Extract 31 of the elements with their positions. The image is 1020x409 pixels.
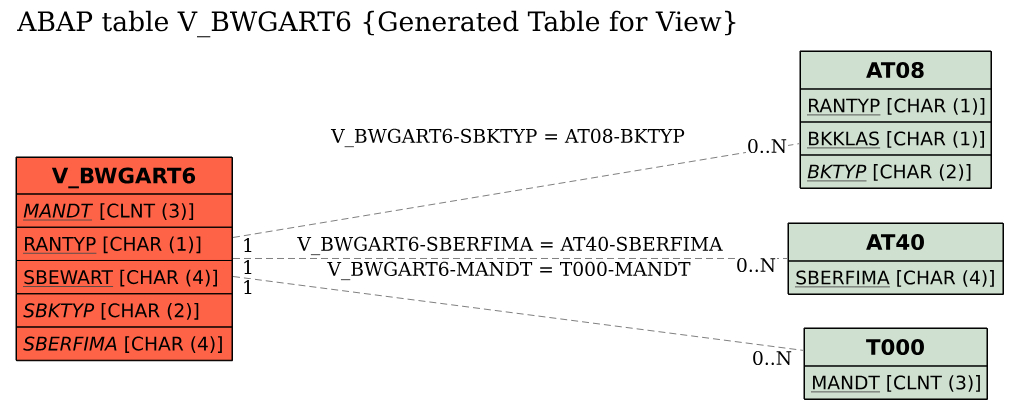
cardinality-label: 1 xyxy=(241,237,255,253)
cardinality-label: 0..N xyxy=(745,137,789,155)
diagram-title: ABAP table V_BWGART6 {Generated Table for View} xyxy=(17,10,736,38)
entity-table xyxy=(787,222,1004,295)
cardinality-label: 1 xyxy=(241,259,255,275)
edge-label: V_BWGART6-SBERFIMA = AT40-SBERFIMA xyxy=(296,235,724,257)
edge-label: V_BWGART6-SBKTYP = AT08-BKTYP xyxy=(330,127,686,149)
entity-table xyxy=(799,50,992,189)
connector-line xyxy=(232,143,801,238)
table-row: SBEWART [CHAR (4)] xyxy=(15,260,233,295)
table-row: MANDT [CLNT (3)] xyxy=(803,365,988,400)
cardinality-label: 1 xyxy=(241,279,255,295)
table-header: V_BWGART6 xyxy=(15,156,233,195)
table-header: AT40 xyxy=(787,222,1004,262)
table-row: RANTYP [CHAR (1)] xyxy=(799,88,992,123)
table-row: SBKTYP [CHAR (2)] xyxy=(15,293,233,328)
edge-label: V_BWGART6-MANDT = T000-MANDT xyxy=(326,260,692,282)
table-row: BKTYP [CHAR (2)] xyxy=(799,154,992,189)
table-header: T000 xyxy=(803,327,988,367)
entity-table xyxy=(15,156,233,362)
table-header: AT08 xyxy=(799,50,992,90)
entity-table xyxy=(803,327,988,400)
cardinality-label: 0..N xyxy=(734,256,778,274)
table-row: MANDT [CLNT (3)] xyxy=(15,193,233,228)
table-row: RANTYP [CHAR (1)] xyxy=(15,226,233,261)
table-row: SBERFIMA [CHAR (4)] xyxy=(787,260,1004,295)
connector-line xyxy=(232,258,789,259)
table-row: SBERFIMA [CHAR (4)] xyxy=(15,326,233,361)
cardinality-label: 0..N xyxy=(750,349,794,367)
connector-line xyxy=(232,276,805,351)
table-row: BKKLAS [CHAR (1)] xyxy=(799,121,992,156)
